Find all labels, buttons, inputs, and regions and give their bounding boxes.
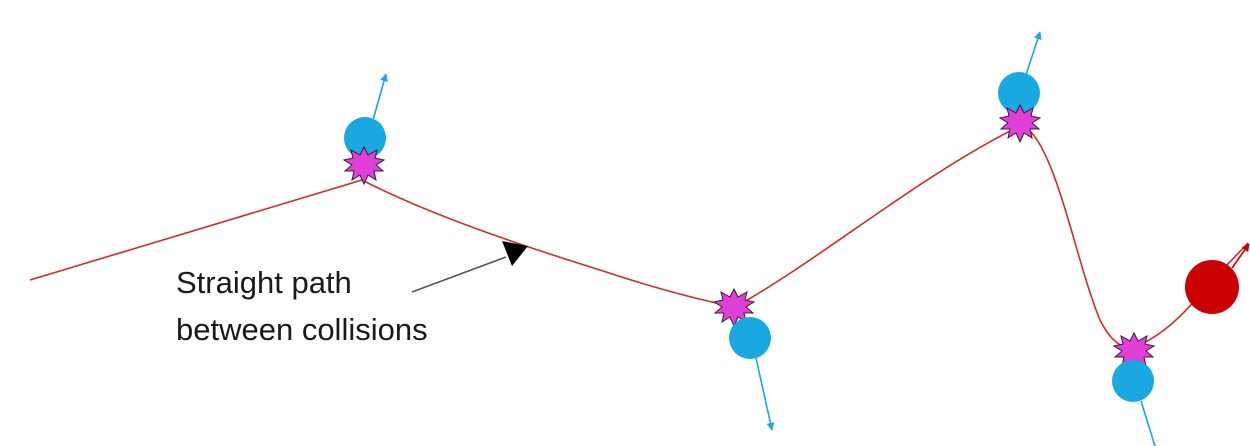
colliding-molecule bbox=[998, 72, 1040, 114]
colliding-molecule bbox=[1112, 360, 1154, 402]
colliding-molecule bbox=[344, 117, 386, 159]
colliding-molecule bbox=[729, 317, 771, 359]
caption-line-1: Straight path bbox=[176, 265, 352, 300]
starburst-icon bbox=[998, 103, 1042, 144]
caption-line-2: between collisions bbox=[176, 312, 428, 347]
particle-velocity-arrow bbox=[1231, 243, 1250, 269]
starburst-icon bbox=[342, 145, 386, 186]
molecule-velocity-arrow bbox=[755, 357, 775, 431]
tracked-particle bbox=[1185, 260, 1239, 314]
molecule-velocity-arrow bbox=[1140, 400, 1156, 446]
pointer-arrow bbox=[411, 256, 507, 293]
pointer-arrow-head bbox=[502, 241, 528, 266]
molecule-velocity-arrow bbox=[1025, 31, 1042, 76]
molecule-velocity-arrow bbox=[372, 73, 388, 121]
